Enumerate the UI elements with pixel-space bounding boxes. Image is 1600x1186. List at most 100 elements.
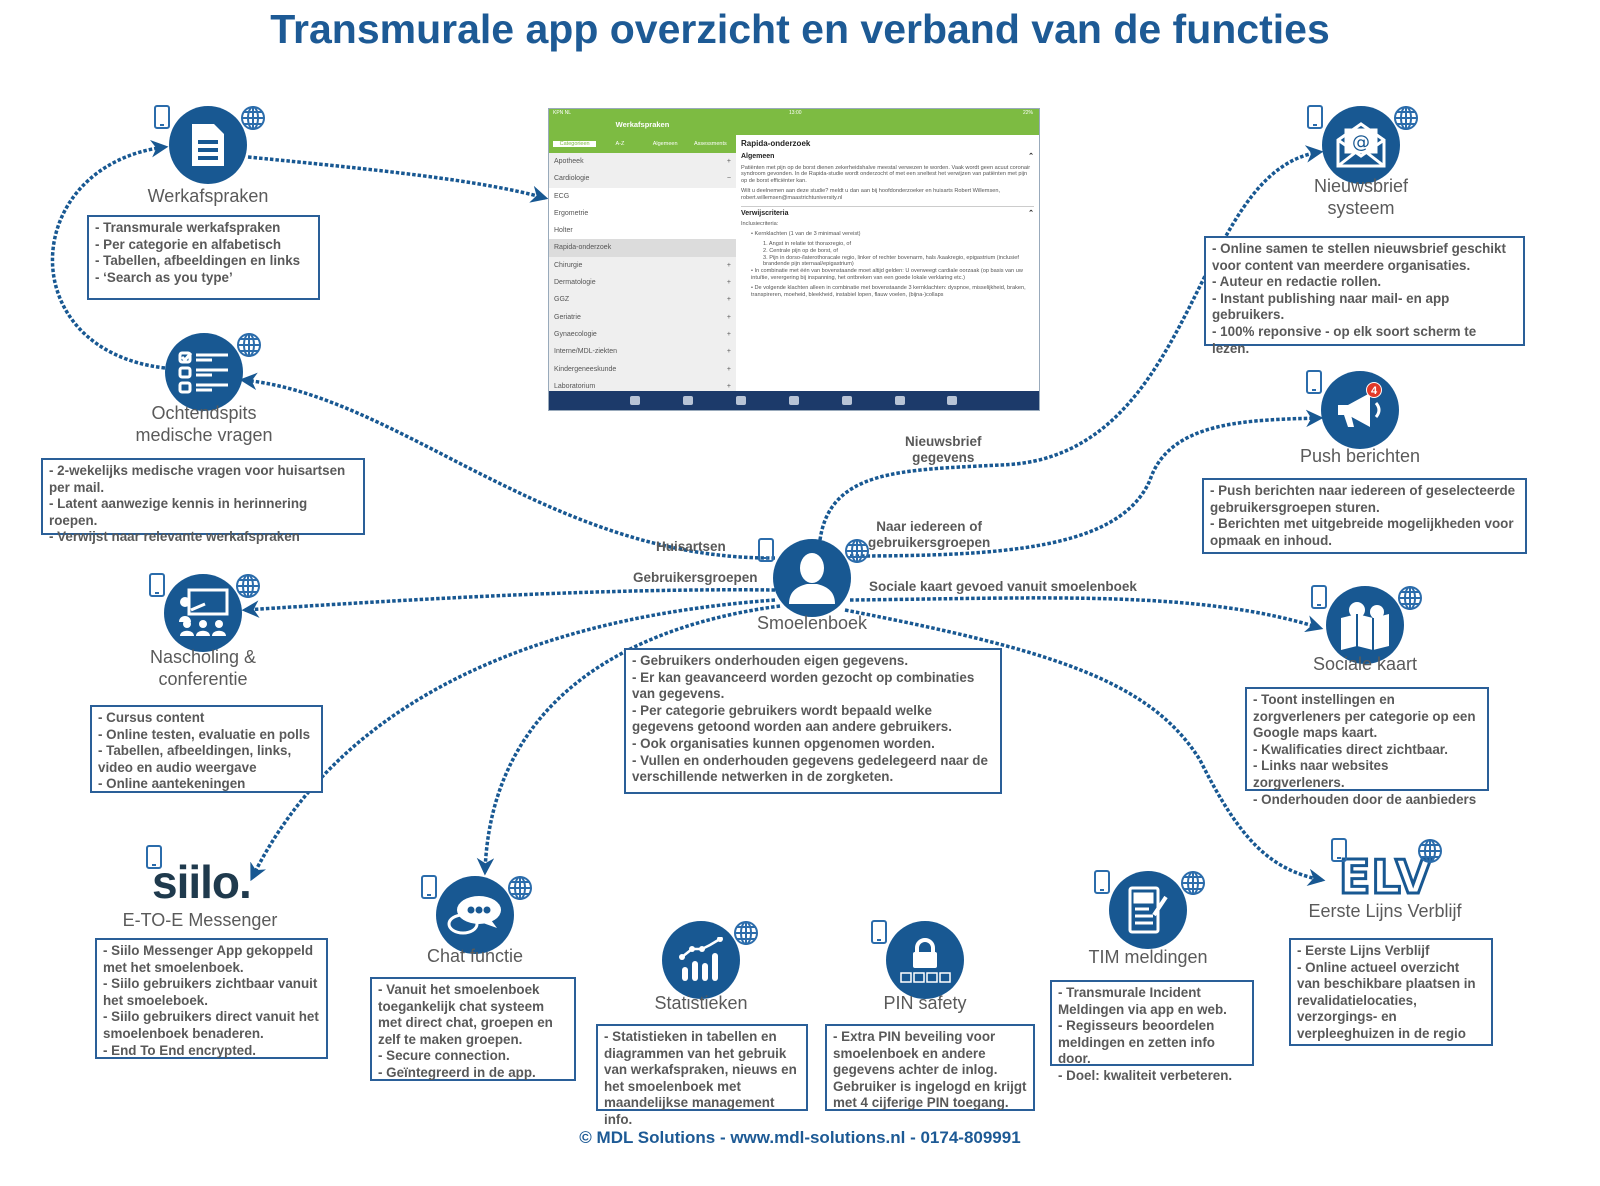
- expand-icon[interactable]: +: [726, 365, 731, 373]
- expand-icon[interactable]: +: [726, 313, 731, 321]
- report-circle[interactable]: [1109, 871, 1187, 949]
- tab-icon[interactable]: [630, 396, 641, 405]
- user-icon: [787, 550, 837, 606]
- svg-text:@: @: [1352, 132, 1370, 153]
- feature-title: Sociale kaart: [1312, 654, 1418, 674]
- app-sidebar: Categorieen A-Z Algemeen Assessments Apothe…: [549, 135, 736, 393]
- bullet: - Ook organisaties kunnen opgenomen word…: [632, 735, 935, 751]
- feature-description: - 2-wekelijks medische vragen voor huisa…: [41, 458, 365, 544]
- app-para: Patiënten met pijn op de borst dienen ze…: [741, 164, 1031, 185]
- bullet: - Siilo gebruikers direct vanuit het smo…: [103, 1009, 319, 1041]
- segment-tab[interactable]: Assessments: [694, 141, 727, 147]
- feature-title: Statistieken: [654, 993, 748, 1013]
- footer-credits: © MDL Solutions - www.mdl-solutions.nl -…: [579, 1128, 1021, 1147]
- category-item[interactable]: Interne/MDL-ziekten+: [549, 343, 736, 360]
- document-circle[interactable]: [169, 106, 247, 184]
- globe-icon: [235, 573, 261, 599]
- tab-icon[interactable]: [683, 396, 694, 405]
- bullet: - Gebruikers onderhouden eigen gegevens.: [632, 653, 909, 668]
- feature-description: - Statistieken in tabellen en diagrammen…: [596, 1024, 808, 1127]
- megaphone-circle[interactable]: [1321, 371, 1399, 449]
- expand-icon[interactable]: +: [726, 158, 731, 165]
- expand-icon[interactable]: +: [726, 296, 731, 304]
- app-screenshot: KPN NL 13:00 22% Werkafspraken Categorie…: [548, 108, 1040, 411]
- tablet-icon: [1306, 370, 1322, 394]
- expand-icon[interactable]: +: [726, 348, 731, 356]
- category-item[interactable]: Kindergeneeskunde+: [549, 361, 736, 378]
- bullet: - Push berichten naar iedereen of gesele…: [1210, 483, 1516, 515]
- feature-description: - Cursus content- Online testen, evaluat…: [90, 705, 323, 793]
- category-item[interactable]: Cardiologie−: [549, 170, 736, 187]
- bullet: - Vanuit het smoelenboek toegankelijk ch…: [378, 982, 553, 1047]
- criteria-item: 2. Centrale pijn op de borst, of: [763, 247, 838, 254]
- globe-icon: [1397, 585, 1423, 611]
- globe-icon: [1393, 105, 1419, 131]
- map-circle[interactable]: [1326, 586, 1404, 664]
- feature-description: - Transmurale werkafspraken- Per categor…: [87, 215, 320, 300]
- feature-title: Werkafspraken: [147, 186, 269, 206]
- globe-icon: [240, 105, 266, 131]
- segment-tab[interactable]: A-Z: [615, 141, 625, 147]
- globe-icon: [1417, 838, 1443, 864]
- connector-ochtendspits-werkafspraken: [50, 140, 169, 370]
- label-gebruikersgroepen: Gebruikersgroepen: [633, 570, 758, 585]
- email-circle[interactable]: @: [1322, 106, 1400, 184]
- category-item[interactable]: Rapida-onderzoek: [549, 239, 736, 257]
- connector-werkafspraken-app: [247, 155, 549, 203]
- bullet: - Geïntegreerd in de app.: [378, 1064, 536, 1080]
- app-nav-title: Werkafspraken: [615, 120, 670, 129]
- bullet: - Per categorie en alfabetisch: [95, 236, 282, 252]
- chart-circle[interactable]: [662, 921, 740, 999]
- criteria-item: 1. Angst in relatie tot thoraxregio, of: [763, 240, 851, 247]
- label-huisartsen: Huisartsen: [656, 539, 726, 554]
- expand-icon[interactable]: +: [726, 330, 731, 338]
- bullet: - Eerste Lijns Verblijf: [1297, 943, 1430, 958]
- map-icon: [1337, 600, 1393, 650]
- category-item[interactable]: Ergometrie: [549, 204, 736, 223]
- chat-circle[interactable]: [436, 876, 514, 954]
- category-item[interactable]: Chirurgie+: [549, 257, 736, 274]
- connector-smoelenboek-nascholing: [241, 588, 776, 618]
- expand-icon[interactable]: −: [726, 175, 731, 183]
- app-para: Inclusiecriteria:: [741, 221, 779, 228]
- expand-icon[interactable]: +: [726, 279, 731, 287]
- report-icon: [1126, 885, 1170, 935]
- category-item[interactable]: Holter: [549, 222, 736, 240]
- tab-icon[interactable]: [841, 396, 852, 405]
- category-item[interactable]: GGZ+: [549, 291, 736, 308]
- tablet-icon: [421, 875, 437, 899]
- category-item[interactable]: Apotheek+: [549, 153, 736, 170]
- segment-tab[interactable]: Algemeen: [652, 141, 678, 147]
- presentation-circle[interactable]: [164, 574, 242, 652]
- tab-icon[interactable]: [947, 396, 958, 405]
- expand-icon[interactable]: +: [726, 382, 731, 390]
- bullet: - 100% reponsive - op elk soort scherm t…: [1212, 323, 1477, 356]
- tab-icon[interactable]: [736, 396, 747, 405]
- expand-icon[interactable]: +: [726, 261, 731, 269]
- bullet: - Regisseurs beoordelen meldingen en zet…: [1058, 1018, 1215, 1067]
- notification-badge: 4: [1366, 382, 1382, 398]
- tab-icon[interactable]: [788, 396, 799, 405]
- globe-icon: [1180, 870, 1206, 896]
- megaphone-icon: [1332, 387, 1388, 433]
- bullet: - Kwalificaties direct zichtbaar.: [1253, 741, 1448, 757]
- category-item[interactable]: Geriatrie+: [549, 309, 736, 326]
- category-item[interactable]: Gynaecologie+: [549, 326, 736, 343]
- tab-icon[interactable]: [894, 396, 905, 405]
- bullet: - Statistieken in tabellen en diagrammen…: [604, 1029, 797, 1127]
- bullet: - ‘Search as you type’: [95, 269, 233, 285]
- category-item[interactable]: Dermatologie+: [549, 274, 736, 291]
- bullet: - Siilo gebruikers zichtbaar vanuit het …: [103, 976, 318, 1008]
- user-circle[interactable]: [773, 539, 851, 617]
- lock-circle[interactable]: [886, 921, 964, 999]
- category-item[interactable]: Laboratorium+: [549, 378, 736, 395]
- connector-smoelenboek-siilo: [250, 598, 776, 882]
- connector-smoelenboek-ochtendspits: [239, 372, 776, 560]
- app-header: KPN NL 13:00 22% Werkafspraken: [549, 109, 1039, 135]
- checklist-circle[interactable]: [165, 333, 243, 411]
- category-item[interactable]: ECG: [549, 187, 736, 205]
- bullet: - Auteur en redactie rollen.: [1212, 274, 1382, 290]
- segment-tab[interactable]: Categorieen: [553, 141, 597, 147]
